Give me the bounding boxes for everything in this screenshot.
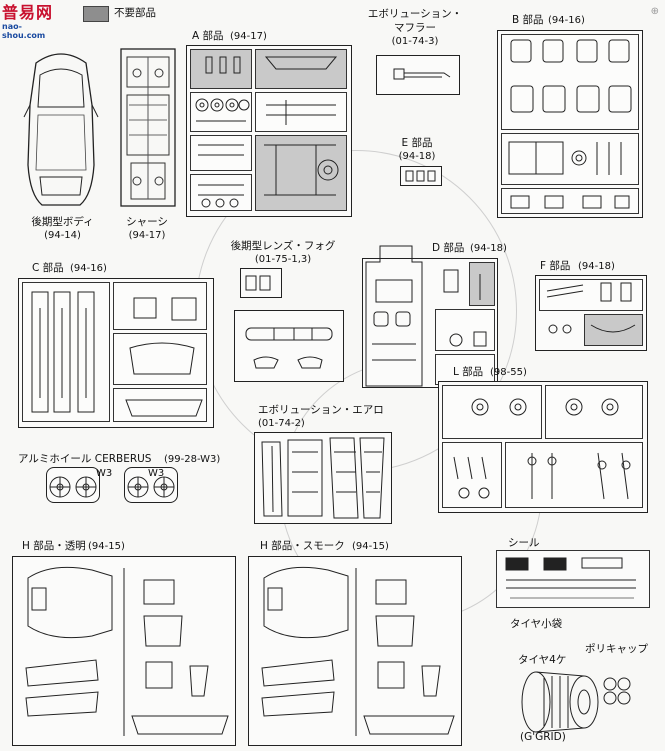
seal-label: シール <box>508 537 540 549</box>
c-parts-frame <box>18 278 214 428</box>
evo-muffler-code: (01-74-3) <box>391 36 439 47</box>
a-parts-unused-area <box>190 49 252 89</box>
f-parts-drawing <box>546 282 636 334</box>
b-parts-drawing <box>508 39 632 209</box>
tire-drawing <box>521 671 631 733</box>
a-parts-drawing <box>195 56 339 208</box>
lens-fog-code: (01-75-1,3) <box>254 254 312 265</box>
d-parts-cell <box>435 309 495 351</box>
e-parts-label: E 部品 <box>401 137 433 149</box>
c-parts-cell <box>22 282 110 422</box>
d-parts-drawing <box>365 245 487 387</box>
h-clear-drawing <box>25 566 229 736</box>
watermark-logo: 普易网 nao-shou.com <box>2 3 62 41</box>
b-parts-code: (94-16) <box>548 15 585 26</box>
b-parts-label: B 部品 <box>512 14 544 26</box>
polycap-label: ポリキャップ <box>585 643 648 655</box>
wheel-mark-1: W3 <box>96 468 113 479</box>
a-parts-code: (94-17) <box>230 31 267 42</box>
wheel-drawing <box>49 476 175 498</box>
c-parts-label: C 部品 <box>32 262 64 274</box>
f-parts-code: (94-18) <box>578 261 615 272</box>
lens-fog-frame <box>234 310 344 382</box>
body-shell-drawing <box>23 53 99 206</box>
wheel-frame-left <box>46 467 100 503</box>
page-number-mark: ⊕ <box>650 6 659 17</box>
a-parts-cell <box>190 135 252 171</box>
wheel-frame-right <box>124 467 178 503</box>
watermark-url: nao-shou.com <box>2 22 46 40</box>
h-smoke-frame <box>248 556 462 746</box>
evo-aero-code: (01-74-2) <box>258 418 305 429</box>
evo-muffler-frame <box>376 55 460 95</box>
tire-count-label: タイヤ4ケ <box>518 654 567 666</box>
l-parts-cell <box>442 385 542 439</box>
l-parts-cell <box>442 442 502 508</box>
legend-swatch <box>83 6 109 22</box>
tire-bag-label: タイヤ小袋 <box>510 618 563 630</box>
evo-aero-frame <box>254 432 392 524</box>
a-parts-cell <box>190 92 252 132</box>
lens-fog-small-frame <box>240 268 282 298</box>
a-parts-cell <box>190 174 252 211</box>
b-parts-cell <box>501 188 639 214</box>
evo-aero-label: エボリューション・エアロ <box>258 404 384 416</box>
e-parts-code: (94-18) <box>398 151 436 162</box>
evo-muffler-drawing <box>393 68 451 80</box>
f-parts-label: F 部品 <box>540 260 571 272</box>
legend-label: 不要部品 <box>114 7 156 19</box>
d-parts-unused-area <box>469 262 495 306</box>
wheel-mark-2: W3 <box>148 468 165 479</box>
tire-grid-label: (G'GRID) <box>520 731 566 743</box>
body-label: 後期型ボディ <box>31 216 94 228</box>
f-parts-unused-area <box>584 314 643 346</box>
l-parts-cell <box>545 385 643 439</box>
seal-drawing <box>505 557 636 599</box>
l-parts-label: L 部品 <box>453 366 484 378</box>
lens-fog-drawing <box>245 275 333 369</box>
wheel-code: (99-28-W3) <box>164 454 221 465</box>
h-smoke-drawing <box>261 566 455 736</box>
e-parts-drawing <box>405 170 436 182</box>
wheel-label: アルミホイール CERBERUS <box>18 453 152 465</box>
chassis-label: シャーシ <box>126 216 168 228</box>
body-code: (94-14) <box>44 230 81 241</box>
c-parts-cell <box>113 282 207 330</box>
h-smoke-code: (94-15) <box>352 541 389 552</box>
lens-fog-label: 後期型レンズ・フォグ <box>230 240 336 252</box>
evo-muffler-label-2: マフラー <box>394 22 436 34</box>
a-parts-frame <box>186 45 352 217</box>
f-parts-frame <box>535 275 647 351</box>
h-smoke-label: H 部品・スモーク <box>260 540 345 552</box>
l-parts-drawing <box>453 398 631 500</box>
chassis-code: (94-17) <box>128 230 166 241</box>
evo-aero-drawing <box>261 437 385 519</box>
c-parts-drawing <box>31 291 203 417</box>
h-clear-code: (94-15) <box>88 541 125 552</box>
d-parts-code: (94-18) <box>470 243 507 254</box>
watermark-logo-text: 普易网 <box>2 3 54 22</box>
d-parts-label: D 部品 <box>432 242 465 254</box>
evo-muffler-label-1: エボリューション・ <box>367 8 463 20</box>
c-parts-cell <box>113 333 207 385</box>
b-parts-cell <box>501 34 639 130</box>
l-parts-cell <box>505 442 643 508</box>
chassis-drawing <box>120 48 176 207</box>
c-parts-code: (94-16) <box>70 263 107 274</box>
a-parts-cell <box>255 92 347 132</box>
l-parts-code: (98-55) <box>490 367 527 378</box>
a-parts-label: A 部品 <box>192 30 224 42</box>
a-parts-unused-area <box>255 135 347 211</box>
h-clear-label: H 部品・透明 <box>22 540 86 552</box>
b-parts-frame <box>497 30 643 218</box>
